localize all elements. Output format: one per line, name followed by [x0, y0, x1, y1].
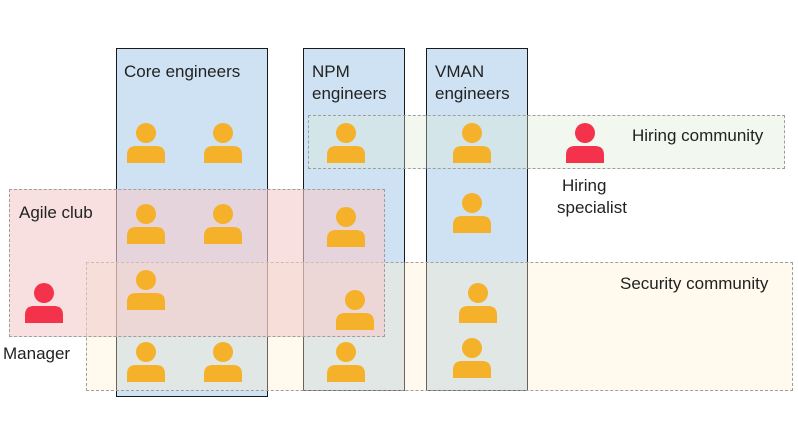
vman-engineer-icon: [458, 283, 498, 323]
hiring-specialist-label-line2: specialist: [557, 198, 627, 217]
npm-engineers-title-line2: engineers: [312, 84, 387, 103]
npm-engineer-icon: [326, 207, 366, 247]
vman-engineer-icon: [452, 123, 492, 163]
vman-engineers-title-line1: VMAN: [435, 62, 485, 81]
vman-engineers-title-line2: engineers: [435, 84, 510, 103]
security-community-title: Security community: [620, 274, 769, 293]
npm-engineer-icon: [326, 123, 366, 163]
core-engineer-icon: [126, 123, 166, 163]
manager-label: Manager: [3, 344, 71, 363]
core-engineers-title: Core engineers: [124, 62, 241, 81]
manager-icon: [24, 283, 64, 323]
core-engineer-icon: [126, 204, 166, 244]
npm-engineers-title-line1: NPM: [312, 62, 350, 81]
hiring-specialist-label-line1: Hiring: [562, 176, 607, 195]
hiring-community-area: [308, 115, 785, 169]
npm-engineer-icon: [335, 290, 375, 330]
core-engineer-icon: [203, 204, 243, 244]
hiring-specialist-icon: [565, 123, 605, 163]
hiring-community-title: Hiring community: [632, 126, 764, 145]
vman-engineer-icon: [452, 338, 492, 378]
agile-club-title: Agile club: [19, 203, 93, 222]
vman-engineer-icon: [452, 193, 492, 233]
core-engineer-icon: [203, 123, 243, 163]
agile-club-area: [9, 189, 385, 337]
core-engineer-icon: [203, 342, 243, 382]
core-engineer-icon: [126, 270, 166, 310]
core-engineer-icon: [126, 342, 166, 382]
npm-engineer-icon: [326, 342, 366, 382]
